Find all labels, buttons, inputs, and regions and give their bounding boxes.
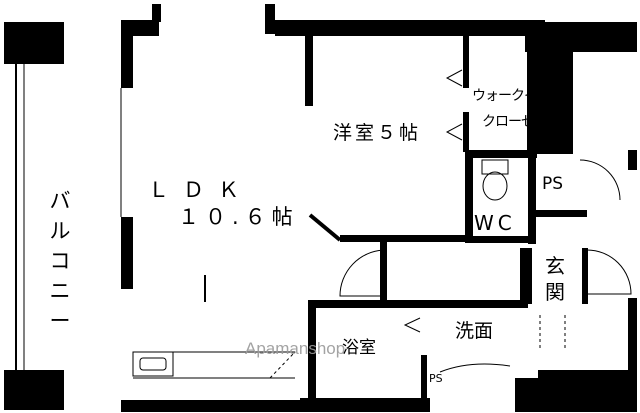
wall-bottom-right (515, 378, 637, 412)
watermark-logo: Apamanshop (245, 339, 346, 358)
wall-entrance-left (520, 248, 532, 304)
ldk-size-label: １０.６帖 (178, 205, 299, 229)
wall-bottom-mid (300, 398, 430, 412)
ldk-label: ＬＤＫ (148, 178, 253, 202)
closet-door-lower (445, 123, 463, 141)
western-room-label: 洋室５帖 (333, 122, 422, 144)
wall-top-notch (152, 4, 161, 22)
door-swing-ps (579, 159, 621, 201)
wall-top-notch-right (265, 4, 275, 34)
wall-right-lower (628, 298, 637, 378)
balcony-corner-top (4, 22, 64, 64)
closet-door-upper (445, 69, 463, 87)
wall-bottom-left (121, 400, 313, 412)
wall-bath-top (310, 300, 528, 308)
washroom-sink-curve (439, 363, 511, 373)
balcony-corner-bottom (4, 370, 64, 410)
walk-in-closet-label-line2: クローゼット (482, 114, 561, 130)
door-swing-hall (339, 249, 385, 297)
wall-entrance-right (582, 248, 588, 304)
wall-wc-right (528, 150, 536, 244)
wall-wc-bottom (465, 236, 536, 243)
wall-hall-post (380, 242, 387, 302)
toilet-bowl (482, 171, 508, 201)
wall-bottom-right-cap (538, 370, 637, 382)
wall-left-mid (121, 217, 133, 289)
washroom-label: 洗面 (455, 320, 494, 342)
kitchen-sink (132, 351, 174, 377)
pipe-space-lower-label: PS (429, 372, 443, 385)
washroom-door (403, 317, 421, 333)
kitchen-diagonal (269, 351, 296, 379)
walk-in-closet-label-line1: ウォークイン (472, 88, 551, 104)
wall-ps-bottom (533, 210, 587, 217)
wall-top-right (525, 22, 637, 52)
wall-western-bottom (340, 235, 470, 242)
wall-closet-left-lower (463, 112, 469, 152)
door-swing-entrance (586, 249, 632, 295)
wall-right-mid (628, 150, 637, 170)
wall-closet-left-upper (463, 36, 469, 88)
wall-right-upper (527, 52, 573, 154)
wall-wc-top (465, 150, 537, 158)
wall-wc-left (465, 150, 473, 242)
wall-left-upper (121, 20, 133, 88)
wall-bath-left (308, 300, 316, 400)
bathroom-label: 浴室 (342, 338, 376, 358)
toilet-tank (481, 159, 509, 175)
wall-top (275, 20, 545, 36)
wall-bath-right (421, 355, 427, 400)
wall-ldk-diagonal (308, 213, 342, 242)
balcony-label: バルコニー (49, 189, 71, 333)
pipe-space-upper-label: PS (542, 174, 564, 194)
entrance-label: 玄関 (545, 254, 565, 304)
toilet-label: WC (474, 211, 516, 235)
kitchen-sink-basin (139, 357, 167, 371)
